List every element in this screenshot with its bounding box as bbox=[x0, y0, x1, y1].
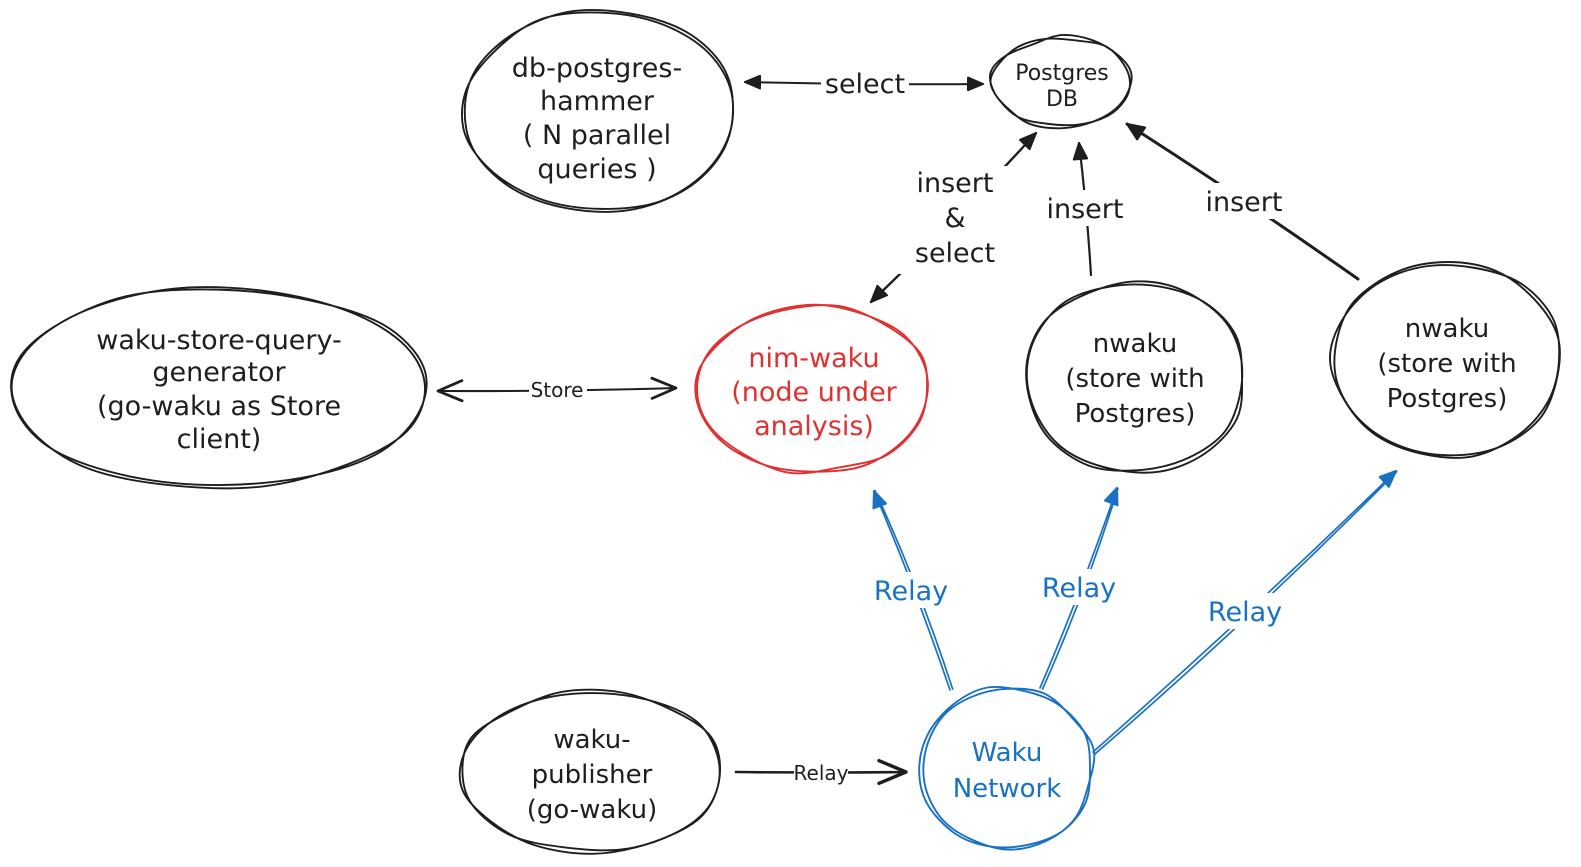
waku-store-query-generator-label: waku-store-query- bbox=[96, 325, 342, 356]
insert-select-arrow-heads bbox=[870, 132, 1037, 303]
waku-network-label: Waku bbox=[972, 738, 1043, 768]
relay-publisher-arrow-heads bbox=[877, 758, 908, 786]
node-nim-waku: nim-waku (node under analysis) bbox=[694, 303, 929, 475]
relay-publisher-label: Relay bbox=[794, 761, 849, 785]
insert-right-arrow-heads bbox=[1126, 123, 1147, 141]
waku-network-label: Network bbox=[953, 774, 1062, 804]
nwaku-right-ellipse bbox=[1329, 261, 1561, 459]
edge-relay-nim-waku: Relay bbox=[872, 489, 954, 691]
store-label-background bbox=[529, 373, 587, 405]
insert-select-label: select bbox=[915, 238, 995, 269]
node-postgres-db: Postgres DB bbox=[989, 33, 1133, 130]
postgres-db-label: DB bbox=[1046, 87, 1078, 112]
edge-relay-nwaku-middle: Relay bbox=[1039, 487, 1119, 690]
insert-right-label: insert bbox=[1206, 187, 1283, 218]
edge-insert-middle: insert bbox=[1040, 141, 1130, 277]
insert-middle-arrow-heads bbox=[1072, 142, 1089, 161]
nwaku-right-label: nwaku bbox=[1405, 314, 1489, 344]
db-postgres-hammer-label: ( N parallel bbox=[523, 120, 671, 151]
edge-store: Store bbox=[436, 373, 678, 405]
node-waku-network: Waku Network bbox=[918, 685, 1096, 851]
relay-publisher-label-background bbox=[794, 757, 848, 788]
nim-waku-ellipse bbox=[694, 303, 929, 475]
waku-store-query-generator-label: (go-waku as Store bbox=[97, 391, 341, 422]
store-label: Store bbox=[531, 378, 584, 402]
relay-nwaku-right-label-background bbox=[1206, 593, 1284, 629]
waku-publisher-label: publisher bbox=[532, 760, 653, 790]
node-db-postgres-hammer: db-postgres- hammer ( N parallel queries… bbox=[461, 8, 735, 213]
nwaku-middle-label: (store with bbox=[1065, 364, 1204, 394]
edge-relay-publisher: Relay bbox=[734, 757, 908, 788]
relay-nim-label-background bbox=[872, 572, 950, 608]
relay-nim-arrow-heads bbox=[872, 490, 887, 510]
nwaku-middle-label: Postgres) bbox=[1075, 399, 1196, 429]
db-postgres-hammer-label: queries ) bbox=[537, 154, 656, 185]
nim-waku-label: (node under bbox=[731, 377, 897, 408]
relay-nwaku-right-arrow-heads bbox=[1378, 470, 1397, 488]
insert-select-label: insert bbox=[917, 168, 994, 199]
db-postgres-hammer-label: hammer bbox=[540, 86, 655, 117]
waku-store-query-generator-label: generator bbox=[152, 357, 286, 388]
db-postgres-hammer-ellipse bbox=[461, 8, 735, 213]
relay-nwaku-right-label: Relay bbox=[1208, 597, 1282, 628]
nwaku-middle-label: nwaku bbox=[1093, 329, 1177, 359]
relay-nim-label: Relay bbox=[874, 576, 948, 607]
waku-publisher-ellipse bbox=[458, 688, 721, 855]
edge-select: select bbox=[744, 65, 984, 101]
store-arrow-heads bbox=[436, 376, 678, 403]
insert-middle-label: insert bbox=[1047, 194, 1124, 225]
waku-publisher-label: waku- bbox=[553, 725, 630, 755]
select-label: select bbox=[825, 69, 905, 100]
waku-store-query-generator-ellipse bbox=[10, 286, 428, 490]
edge-insert-right: insert bbox=[1125, 122, 1360, 281]
relay-nwaku-middle-arrow-heads bbox=[1103, 487, 1119, 507]
edge-relay-nwaku-right: Relay bbox=[1092, 470, 1398, 755]
insert-select-label: & bbox=[944, 203, 965, 234]
insert-select-label-background bbox=[898, 166, 1012, 274]
waku-network-ellipse bbox=[918, 685, 1096, 851]
edge-insert-select: insert & select bbox=[869, 131, 1038, 304]
node-nwaku-store-right: nwaku (store with Postgres) bbox=[1329, 261, 1561, 459]
nim-waku-label: nim-waku bbox=[748, 343, 879, 374]
select-label-background bbox=[821, 65, 909, 101]
relay-nwaku-middle-label: Relay bbox=[1042, 573, 1116, 604]
node-nwaku-store-middle: nwaku (store with Postgres) bbox=[1025, 280, 1244, 474]
db-postgres-hammer-label: db-postgres- bbox=[512, 53, 682, 84]
waku-publisher-label: (go-waku) bbox=[527, 795, 658, 825]
select-arrow-heads bbox=[744, 74, 984, 92]
nwaku-right-label: Postgres) bbox=[1387, 384, 1508, 414]
nwaku-right-label: (store with bbox=[1377, 349, 1516, 379]
node-waku-store-query-generator: waku-store-query- generator (go-waku as … bbox=[10, 286, 428, 490]
insert-middle-label-background bbox=[1040, 190, 1130, 226]
relay-nwaku-middle-label-background bbox=[1040, 569, 1118, 605]
postgres-db-label: Postgres bbox=[1015, 61, 1109, 86]
insert-right-label-background bbox=[1199, 183, 1289, 219]
nwaku-middle-ellipse bbox=[1025, 280, 1244, 474]
postgres-db-ellipse bbox=[989, 33, 1133, 130]
nim-waku-label: analysis) bbox=[754, 411, 874, 442]
node-waku-publisher: waku- publisher (go-waku) bbox=[458, 688, 721, 855]
waku-store-query-generator-label: client) bbox=[177, 424, 262, 455]
